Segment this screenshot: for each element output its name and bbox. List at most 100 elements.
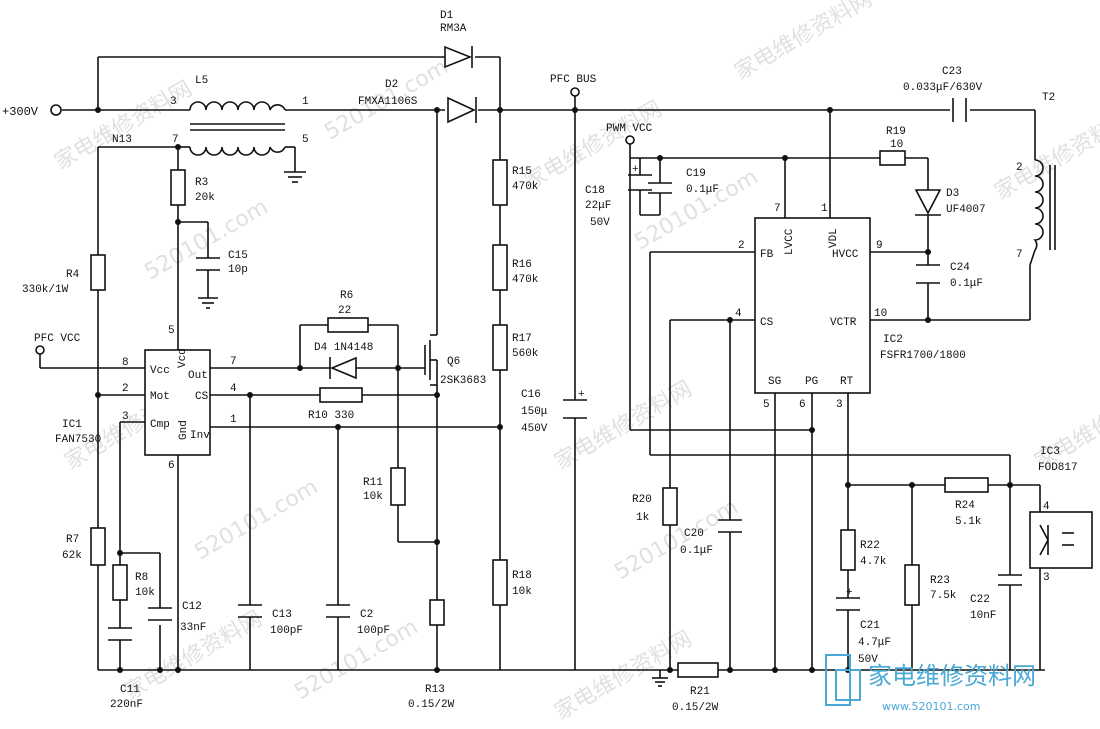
svg-text:R22: R22 bbox=[860, 540, 880, 552]
svg-text:2: 2 bbox=[122, 383, 129, 395]
svg-text:C15: C15 bbox=[228, 250, 248, 262]
svg-text:0.1μF: 0.1μF bbox=[680, 545, 713, 557]
svg-text:R16: R16 bbox=[512, 259, 532, 271]
capacitor-c22: C22 10nF bbox=[970, 574, 1022, 622]
svg-text:2SK3683: 2SK3683 bbox=[440, 375, 486, 387]
svg-text:FMXA1106S: FMXA1106S bbox=[358, 96, 418, 108]
svg-text:0.15/2W: 0.15/2W bbox=[672, 702, 719, 714]
mosfet-q6: Q6 2SK3683 bbox=[424, 334, 486, 387]
svg-text:450V: 450V bbox=[521, 423, 548, 435]
svg-text:330k/1W: 330k/1W bbox=[22, 284, 69, 296]
resistor-r19: R19 10 bbox=[879, 126, 906, 166]
svg-text:560k: 560k bbox=[512, 348, 539, 360]
svg-text:2: 2 bbox=[1016, 162, 1023, 174]
svg-text:C21: C21 bbox=[860, 620, 880, 632]
svg-text:4: 4 bbox=[1043, 501, 1050, 513]
resistor-r11: R11 10k bbox=[363, 467, 406, 506]
svg-text:10k: 10k bbox=[512, 586, 532, 598]
svg-text:1: 1 bbox=[821, 203, 828, 215]
svg-text:Gnd: Gnd bbox=[178, 420, 190, 440]
svg-text:R6: R6 bbox=[340, 290, 353, 302]
svg-text:L5: L5 bbox=[195, 75, 208, 87]
svg-text:D1: D1 bbox=[440, 10, 454, 22]
svg-text:D3: D3 bbox=[946, 188, 959, 200]
svg-text:Vcc: Vcc bbox=[150, 365, 170, 377]
svg-text:SG: SG bbox=[768, 376, 781, 388]
svg-text:470k: 470k bbox=[512, 274, 539, 286]
svg-text:C20: C20 bbox=[684, 528, 704, 540]
svg-text:3: 3 bbox=[1043, 572, 1050, 584]
svg-text:Mot: Mot bbox=[150, 391, 170, 403]
svg-text:5: 5 bbox=[168, 325, 175, 337]
svg-text:0.1μF: 0.1μF bbox=[686, 184, 719, 196]
svg-text:10k: 10k bbox=[363, 491, 383, 503]
svg-text:10p: 10p bbox=[228, 264, 248, 276]
svg-text:150μ: 150μ bbox=[521, 406, 548, 418]
svg-text:50V: 50V bbox=[590, 217, 610, 229]
diode-d1: D1 RM3A bbox=[440, 10, 473, 69]
svg-text:4: 4 bbox=[735, 308, 742, 320]
svg-text:R15: R15 bbox=[512, 166, 532, 178]
resistor-r3: R3 20k bbox=[170, 169, 215, 206]
resistor-r18: R18 10k bbox=[492, 559, 532, 606]
transformer-t2: T2 2 7 bbox=[1016, 92, 1056, 261]
svg-text:1k: 1k bbox=[636, 512, 650, 524]
capacitor-c24: C24 0.1μF bbox=[916, 262, 983, 290]
svg-text:R7: R7 bbox=[66, 534, 79, 546]
svg-text:520101.com: 520101.com bbox=[191, 475, 323, 566]
pwm-vcc-label: PWM VCC bbox=[606, 123, 653, 135]
svg-text:CS: CS bbox=[760, 317, 774, 329]
resistor-r21: R21 0.15/2W bbox=[652, 662, 719, 714]
svg-text:RM3A: RM3A bbox=[440, 23, 467, 35]
svg-text:3: 3 bbox=[170, 96, 177, 108]
resistor-r4: R4 330k/1W bbox=[22, 254, 106, 296]
svg-text:家电维修资料网: 家电维修资料网 bbox=[1031, 377, 1100, 476]
diode-d4: D4 1N4148 bbox=[314, 342, 373, 380]
svg-text:D2: D2 bbox=[385, 79, 398, 91]
svg-text:62k: 62k bbox=[62, 550, 82, 562]
svg-text:3: 3 bbox=[122, 411, 129, 423]
svg-text:20k: 20k bbox=[195, 192, 215, 204]
svg-text:Out: Out bbox=[188, 370, 208, 382]
svg-text:470k: 470k bbox=[512, 181, 539, 193]
svg-text:R24: R24 bbox=[955, 500, 975, 512]
svg-text:R8: R8 bbox=[135, 572, 148, 584]
svg-text:R10 330: R10 330 bbox=[308, 410, 354, 422]
optocoupler-ic3: IC3 FOD817 4 3 bbox=[1029, 446, 1093, 584]
svg-text:C2: C2 bbox=[360, 609, 373, 621]
resistor-r6: R6 22 bbox=[327, 290, 369, 333]
svg-text:FOD817: FOD817 bbox=[1038, 462, 1078, 474]
svg-text:VCTR: VCTR bbox=[830, 317, 857, 329]
resistor-r15: R15 470k bbox=[492, 159, 539, 206]
svg-text:R13: R13 bbox=[425, 684, 445, 696]
svg-text:R11: R11 bbox=[363, 477, 383, 489]
svg-text:6: 6 bbox=[168, 460, 175, 472]
svg-text:家电维修资料网: 家电维修资料网 bbox=[991, 107, 1100, 206]
svg-text:C22: C22 bbox=[970, 594, 990, 606]
svg-text:4.7k: 4.7k bbox=[860, 556, 887, 568]
svg-text:7: 7 bbox=[230, 356, 237, 368]
svg-text:N13: N13 bbox=[112, 134, 132, 146]
pfc-vcc-terminal bbox=[35, 345, 45, 355]
svg-text:10nF: 10nF bbox=[970, 610, 996, 622]
resistor-r20: R20 1k bbox=[632, 487, 678, 526]
svg-text:220nF: 220nF bbox=[110, 699, 143, 711]
site-logo: 家电维修资料网 www.520101.com bbox=[825, 654, 1036, 713]
svg-text:家电维修资料网: 家电维修资料网 bbox=[51, 77, 197, 176]
svg-text:R20: R20 bbox=[632, 494, 652, 506]
svg-text:10k: 10k bbox=[135, 587, 155, 599]
svg-text:家电维修资料网: 家电维修资料网 bbox=[868, 662, 1036, 690]
svg-text:家电维修资料网: 家电维修资料网 bbox=[551, 377, 697, 476]
svg-text:C19: C19 bbox=[686, 168, 706, 180]
svg-text:9: 9 bbox=[876, 240, 883, 252]
svg-text:0.15/2W: 0.15/2W bbox=[408, 699, 455, 711]
resistor-r22: R22 4.7k bbox=[840, 529, 887, 571]
svg-text:3: 3 bbox=[836, 399, 843, 411]
svg-text:IC3: IC3 bbox=[1040, 446, 1060, 458]
junction-dots bbox=[95, 107, 1013, 673]
svg-text:+: + bbox=[632, 164, 639, 176]
pwm-vcc-terminal bbox=[625, 135, 635, 145]
svg-text:7.5k: 7.5k bbox=[930, 590, 957, 602]
svg-text:HVCC: HVCC bbox=[832, 249, 859, 261]
svg-text:+: + bbox=[578, 389, 585, 401]
